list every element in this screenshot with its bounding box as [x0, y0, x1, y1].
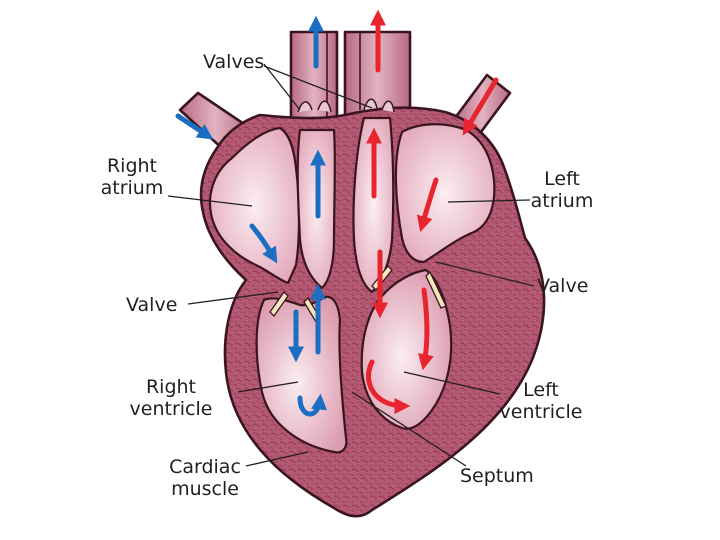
blue-arrow-vena-cava: [175, 113, 214, 140]
label-septum-text: Septum: [460, 465, 534, 487]
label-left-atrium-line1: Left: [544, 168, 580, 190]
label-cardiac-muscle: Cardiac muscle: [160, 456, 250, 500]
label-cardiac-muscle-line1: Cardiac: [169, 456, 241, 478]
blue-arrow-ventricle-curl: [297, 393, 327, 417]
blue-arrow-right-atrium: [249, 223, 278, 264]
leader-lines: [167, 63, 535, 467]
right-ventricle-chamber: [255, 295, 348, 454]
aortic-outflow: [352, 116, 395, 294]
label-right-atrium-line2: atrium: [100, 177, 164, 199]
label-valve-left: Valve: [126, 294, 177, 316]
label-valves: Valves: [203, 51, 264, 73]
label-right-atrium: Right atrium: [98, 155, 166, 199]
red-arrow-left-ventricle-curl: [366, 359, 411, 414]
label-left-ventricle: Left ventricle: [490, 379, 592, 423]
label-valve-right-text: Valve: [537, 275, 589, 297]
label-right-ventricle-line2: ventricle: [129, 398, 213, 420]
label-right-ventricle: Right ventricle: [120, 376, 222, 420]
label-left-atrium-line2: atrium: [530, 190, 594, 212]
label-valves-text: Valves: [203, 51, 265, 73]
right-atrium-chamber: [208, 126, 301, 285]
label-right-ventricle-line1: Right: [145, 376, 197, 398]
red-arrow-left-ventricle-down: [418, 287, 434, 371]
label-left-ventricle-line1: Left: [523, 379, 559, 401]
heart-valves: [269, 98, 447, 324]
label-valve-right: Valve: [537, 275, 588, 297]
label-right-atrium-line1: Right: [106, 155, 158, 177]
label-left-atrium: Left atrium: [528, 168, 596, 212]
red-arrow-left-atrium: [416, 177, 439, 233]
oxygenated-flow-arrows: [365, 9, 499, 414]
label-valve-left-text: Valve: [126, 294, 178, 316]
label-septum: Septum: [460, 465, 534, 487]
label-cardiac-muscle-line2: muscle: [171, 478, 239, 500]
red-arrow-pulmonary-vein: [462, 77, 499, 136]
deoxygenated-flow-arrows: [175, 15, 327, 417]
label-left-ventricle-line2: ventricle: [499, 401, 583, 423]
